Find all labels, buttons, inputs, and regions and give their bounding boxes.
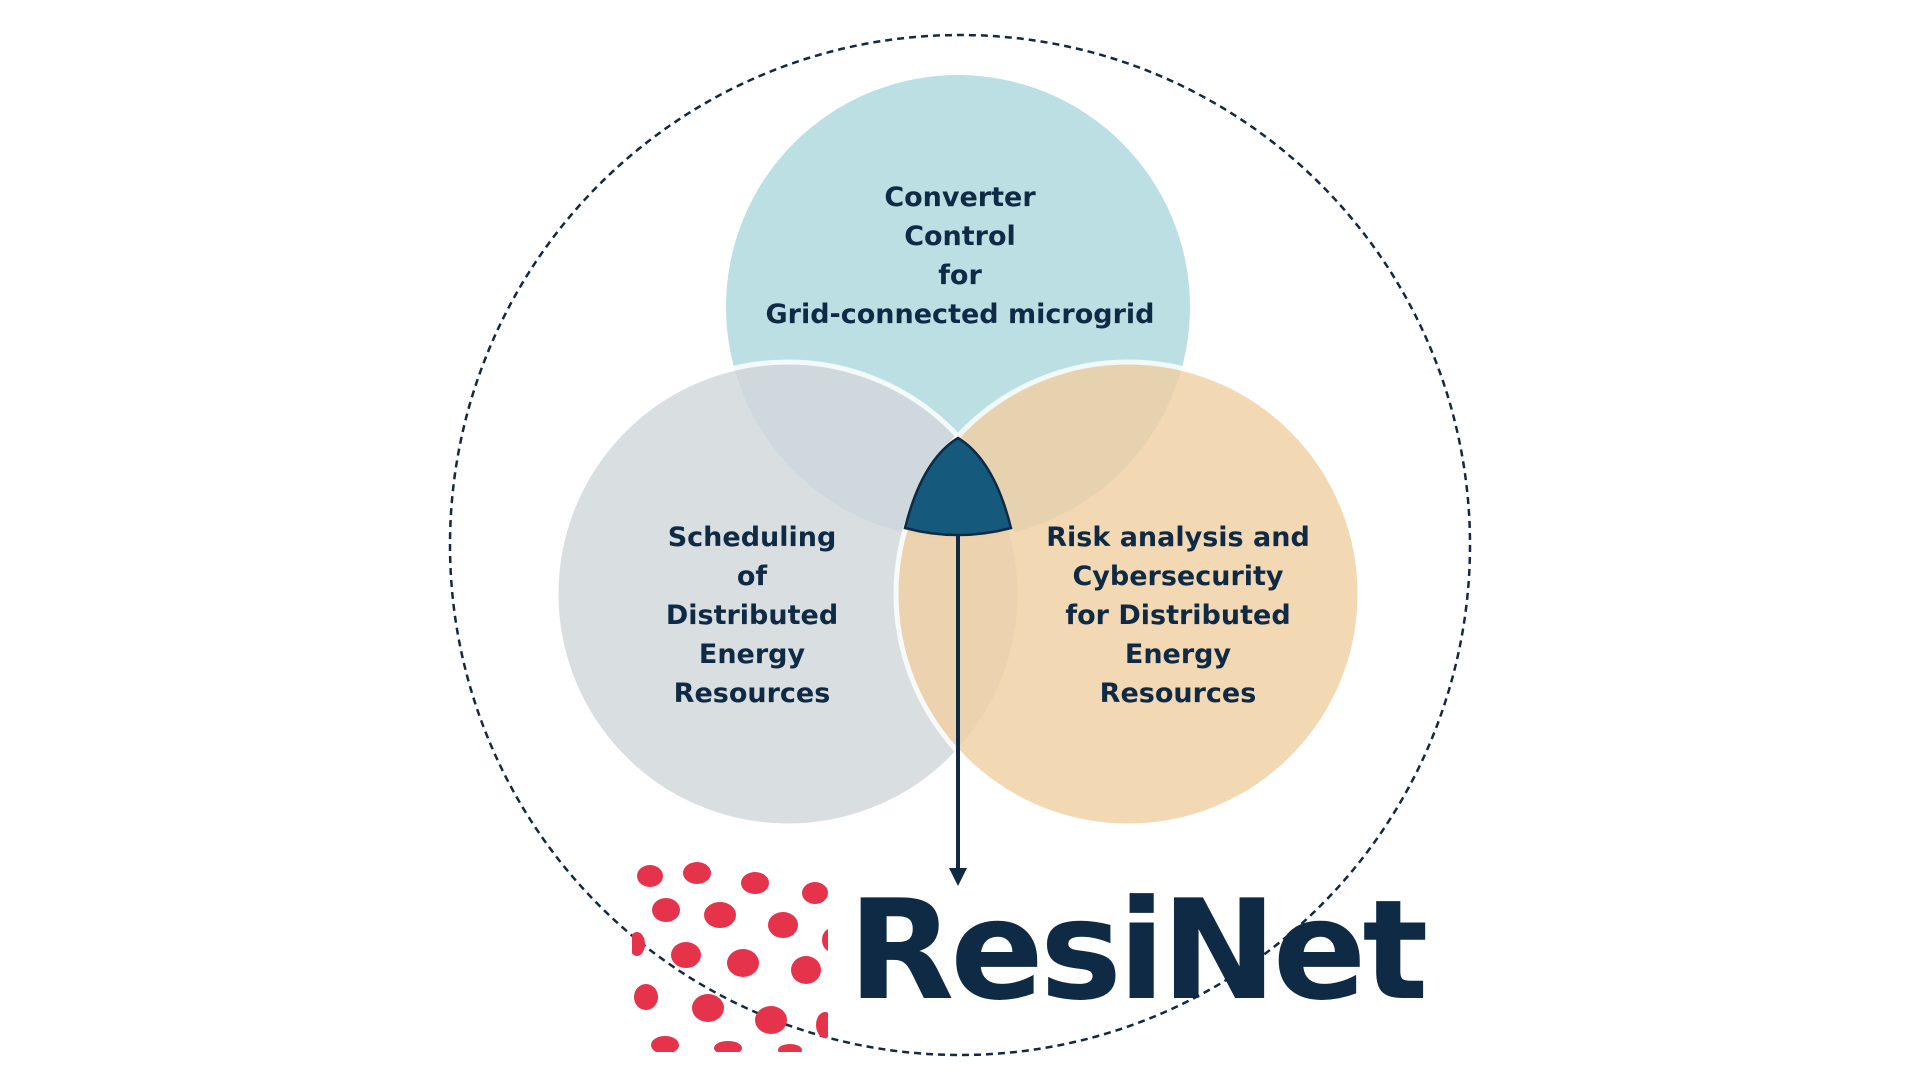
circle-label-scheduling: Scheduling of Distributed Energy Resourc… <box>665 522 839 709</box>
brand-logo-text: ResiNet <box>848 870 1428 1031</box>
brand-dot <box>651 1036 679 1052</box>
brand-dot <box>637 865 663 887</box>
circle-label-converter-control: Converter Control for Grid-connected mic… <box>765 182 1155 330</box>
brand-dot <box>683 862 711 884</box>
brand-dot <box>714 1041 742 1052</box>
brand-dot-pattern <box>632 862 828 1052</box>
brand-dot <box>704 902 736 928</box>
outer-dashed-ring <box>448 33 1472 1057</box>
brand-dot <box>822 929 828 951</box>
brand-dot <box>727 949 759 977</box>
brand-dot <box>634 984 658 1010</box>
brand-dot <box>741 872 769 894</box>
brand-dot <box>671 942 701 968</box>
brand-dot <box>692 994 724 1022</box>
brand-dot <box>791 956 821 984</box>
brand-dot <box>632 932 645 956</box>
brand-dot <box>802 882 828 904</box>
brand-dot <box>652 898 680 922</box>
circle-risk-analysis <box>893 359 1363 829</box>
brand-dot <box>816 1012 828 1038</box>
brand-dot <box>755 1006 787 1034</box>
brand-dot <box>768 912 798 938</box>
circle-label-risk-analysis: Risk analysis and Cybersecurity for Dist… <box>1046 522 1310 709</box>
arrow-head <box>949 868 967 886</box>
brand-dot <box>778 1044 802 1052</box>
